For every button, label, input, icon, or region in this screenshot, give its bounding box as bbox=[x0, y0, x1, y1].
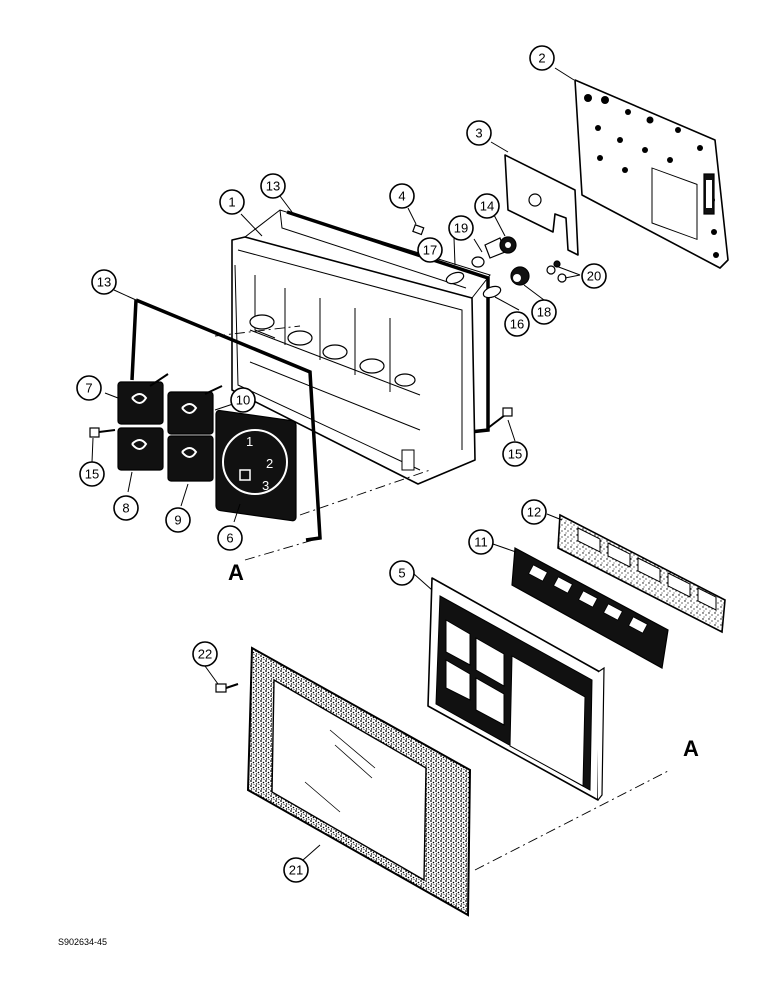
section-line-right bbox=[474, 769, 671, 871]
callout-1: 1 bbox=[219, 189, 245, 215]
callout-12: 12 bbox=[521, 499, 547, 525]
socket-dark-right bbox=[510, 266, 530, 286]
callout-13a: 13 bbox=[260, 173, 286, 199]
dial-1: 1 bbox=[246, 434, 253, 449]
callout-15a: 15 bbox=[79, 461, 105, 487]
section-line-left bbox=[244, 537, 321, 561]
svg-text:19: 19 bbox=[454, 221, 468, 236]
callout-20: 20 bbox=[581, 263, 607, 289]
lamp-bulb-right bbox=[482, 285, 502, 299]
bulb-holder-dark bbox=[499, 236, 517, 254]
svg-text:22: 22 bbox=[198, 647, 212, 662]
svg-text:15: 15 bbox=[508, 447, 522, 462]
front-frame bbox=[427, 577, 605, 801]
small-gauge-10 bbox=[167, 385, 223, 435]
small-gauge-9 bbox=[167, 435, 214, 482]
instrument-housing bbox=[231, 209, 491, 485]
clip-part bbox=[412, 224, 425, 236]
callout-6: 6 bbox=[217, 525, 243, 551]
center-line-lower bbox=[299, 469, 431, 516]
svg-text:13: 13 bbox=[97, 275, 111, 290]
svg-text:16: 16 bbox=[510, 317, 524, 332]
callout-16: 16 bbox=[504, 311, 530, 337]
bezel-screw bbox=[215, 683, 239, 693]
callout-8: 8 bbox=[113, 495, 139, 521]
callout-13b: 13 bbox=[91, 269, 117, 295]
section-mark-right: A bbox=[683, 736, 699, 761]
svg-text:21: 21 bbox=[289, 863, 303, 878]
svg-text:12: 12 bbox=[527, 505, 541, 520]
svg-text:7: 7 bbox=[85, 381, 92, 396]
callout-15b: 15 bbox=[502, 441, 528, 467]
callout-11: 11 bbox=[468, 529, 494, 555]
callout-10: 10 bbox=[230, 387, 256, 413]
svg-text:18: 18 bbox=[537, 305, 551, 320]
callout-19: 19 bbox=[448, 215, 474, 241]
svg-text:5: 5 bbox=[398, 566, 405, 581]
callout-3: 3 bbox=[466, 120, 492, 146]
upper-seal-ring bbox=[286, 210, 490, 434]
svg-text:8: 8 bbox=[122, 501, 129, 516]
nuts-pair bbox=[546, 260, 567, 283]
gauge-screw-left bbox=[89, 427, 116, 438]
front-seal-ring bbox=[130, 298, 322, 542]
callout-21: 21 bbox=[283, 857, 309, 883]
svg-text:10: 10 bbox=[236, 393, 250, 408]
svg-text:17: 17 bbox=[423, 243, 437, 258]
rear-mounting-plate bbox=[574, 79, 729, 269]
indicator-lens-panel bbox=[511, 547, 669, 669]
dial-3: 3 bbox=[262, 478, 269, 493]
small-gauge-8 bbox=[117, 427, 164, 471]
callout-17: 17 bbox=[417, 237, 443, 263]
housing-screw-right bbox=[487, 407, 513, 429]
callout-7: 7 bbox=[76, 375, 102, 401]
svg-text:1: 1 bbox=[228, 195, 235, 210]
svg-text:6: 6 bbox=[226, 531, 233, 546]
front-window-bezel bbox=[246, 646, 472, 917]
leader-lines bbox=[91, 67, 581, 861]
svg-text:15: 15 bbox=[85, 467, 99, 482]
svg-text:14: 14 bbox=[480, 199, 494, 214]
callout-4: 4 bbox=[389, 183, 415, 209]
svg-text:11: 11 bbox=[474, 535, 488, 550]
callout-5: 5 bbox=[389, 560, 415, 586]
callout-14: 14 bbox=[474, 193, 500, 219]
lamp-bulb-left bbox=[445, 271, 465, 285]
center-line-housing bbox=[214, 325, 301, 337]
svg-text:13: 13 bbox=[266, 179, 280, 194]
callout-9: 9 bbox=[165, 507, 191, 533]
callout-22: 22 bbox=[192, 641, 218, 667]
svg-text:9: 9 bbox=[174, 513, 181, 528]
callout-2: 2 bbox=[529, 45, 555, 71]
callout-18: 18 bbox=[531, 299, 557, 325]
section-mark-left: A bbox=[228, 560, 244, 585]
svg-text:4: 4 bbox=[398, 189, 405, 204]
callouts: 2 3 1 13 4 14 19 17 20 18 16 13 7 10 15 … bbox=[76, 45, 607, 883]
indicator-bezel-strip bbox=[557, 513, 726, 634]
dial-2: 2 bbox=[266, 456, 273, 471]
svg-text:2: 2 bbox=[538, 51, 545, 66]
small-gauge-7 bbox=[117, 373, 169, 425]
reference-code: S902634-45 bbox=[58, 937, 107, 947]
svg-text:3: 3 bbox=[475, 126, 482, 141]
svg-text:20: 20 bbox=[587, 269, 601, 284]
rear-cover-sheet bbox=[504, 154, 579, 256]
main-gauge: 1 2 3 bbox=[215, 409, 297, 522]
